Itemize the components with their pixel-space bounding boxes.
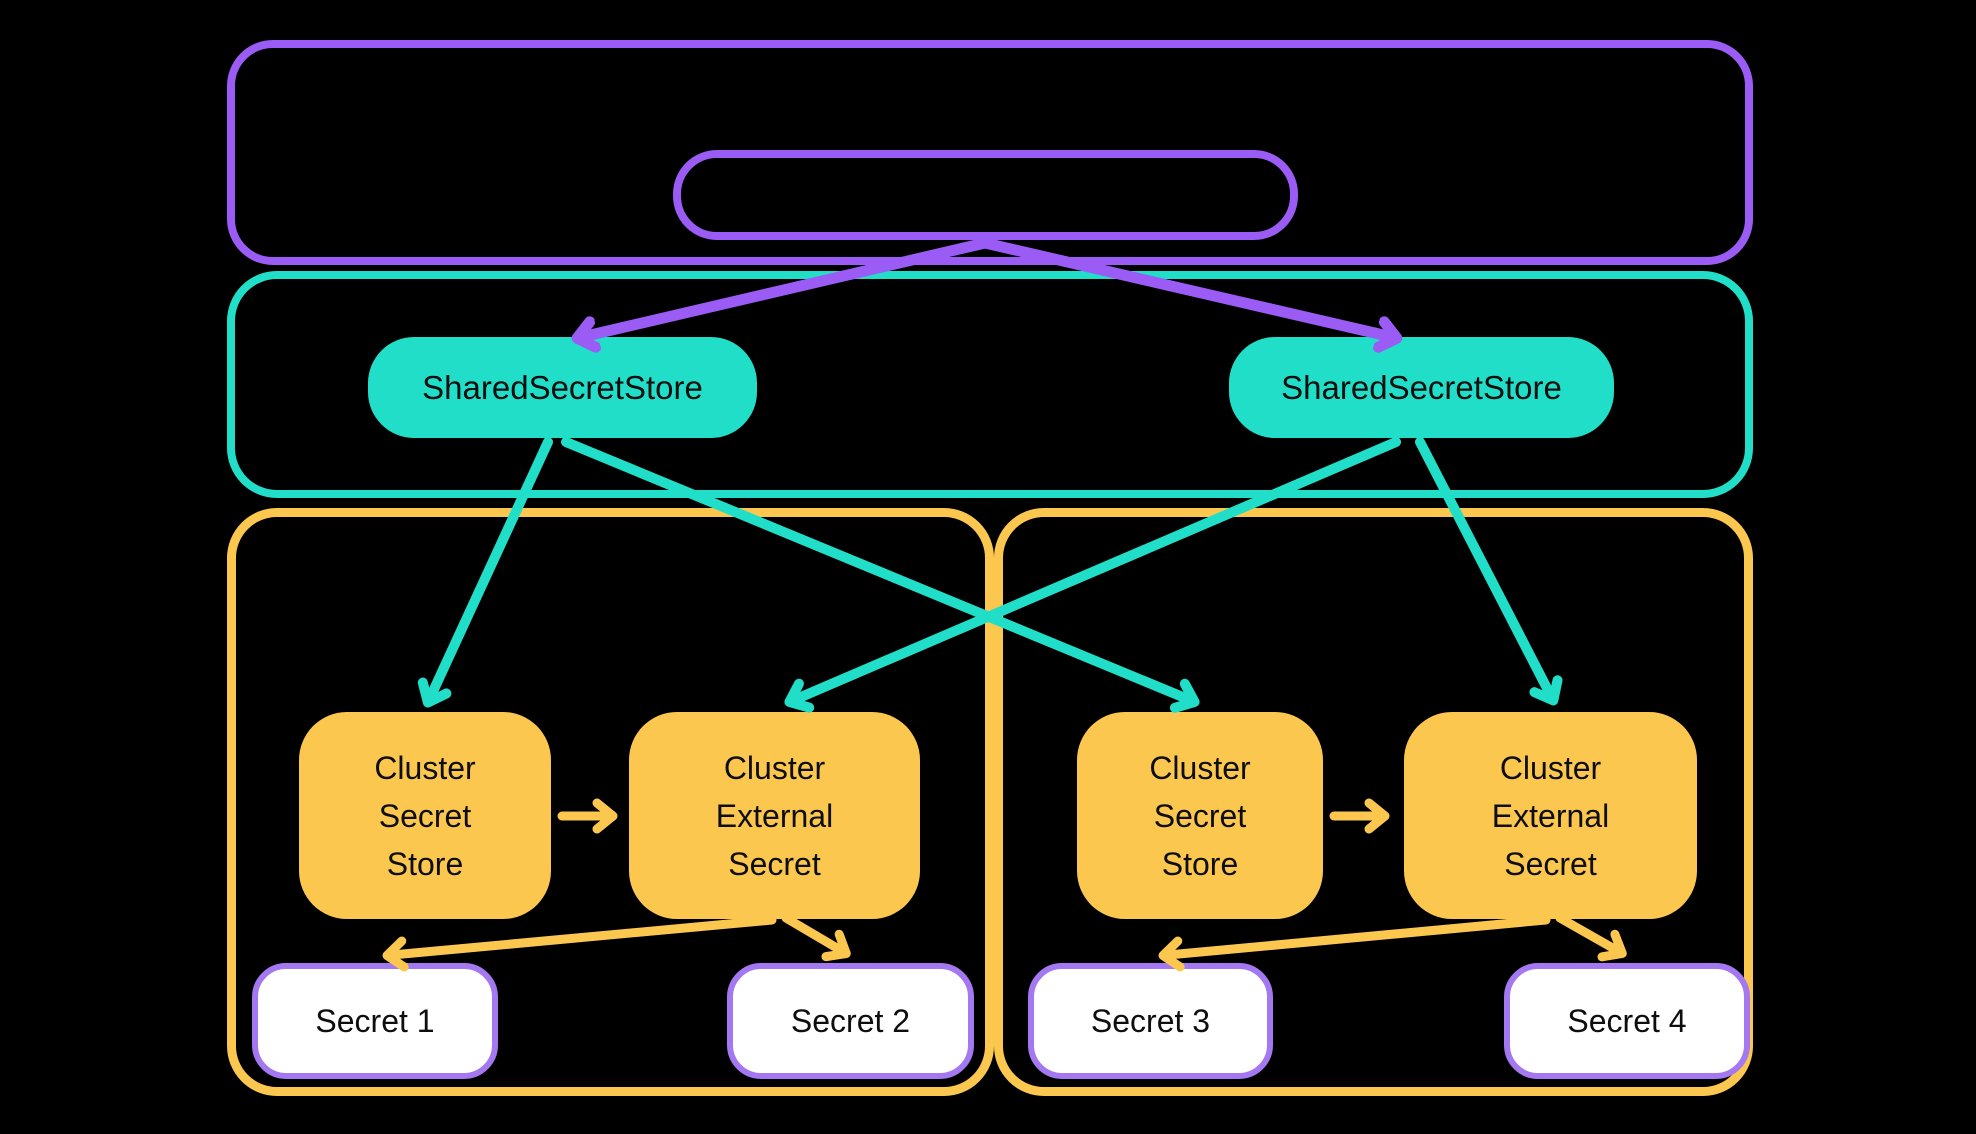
node-cluster-external-secret-right: Cluster External Secret [1404,712,1697,919]
node-secret-4: Secret 4 [1504,963,1750,1079]
node-label: Cluster Secret Store [374,749,476,882]
node-label: Cluster External Secret [1491,749,1610,882]
node-label: Secret 4 [1567,1002,1687,1039]
node-secret-3: Secret 3 [1028,963,1273,1079]
node-sharedsecretstore-right: SharedSecretStore [1229,337,1614,438]
node-label: Secret 1 [315,1002,435,1039]
node-secret-2: Secret 2 [727,963,974,1079]
node-secret-1: Secret 1 [252,963,498,1079]
node-cluster-external-secret-left: Cluster External Secret [629,712,920,919]
node-label: SharedSecretStore [1281,368,1562,406]
node-label: Cluster External Secret [715,749,834,882]
node-label: Secret 3 [1090,1002,1211,1039]
node-label: Cluster Secret Store [1149,749,1251,882]
node-label: SharedSecretStore [422,368,703,406]
node-cluster-secret-store-left: Cluster Secret Store [299,712,551,919]
top-inner-pill [673,150,1298,240]
node-cluster-secret-store-right: Cluster Secret Store [1077,712,1323,919]
node-label: Secret 2 [790,1002,911,1039]
node-sharedsecretstore-left: SharedSecretStore [368,337,757,438]
